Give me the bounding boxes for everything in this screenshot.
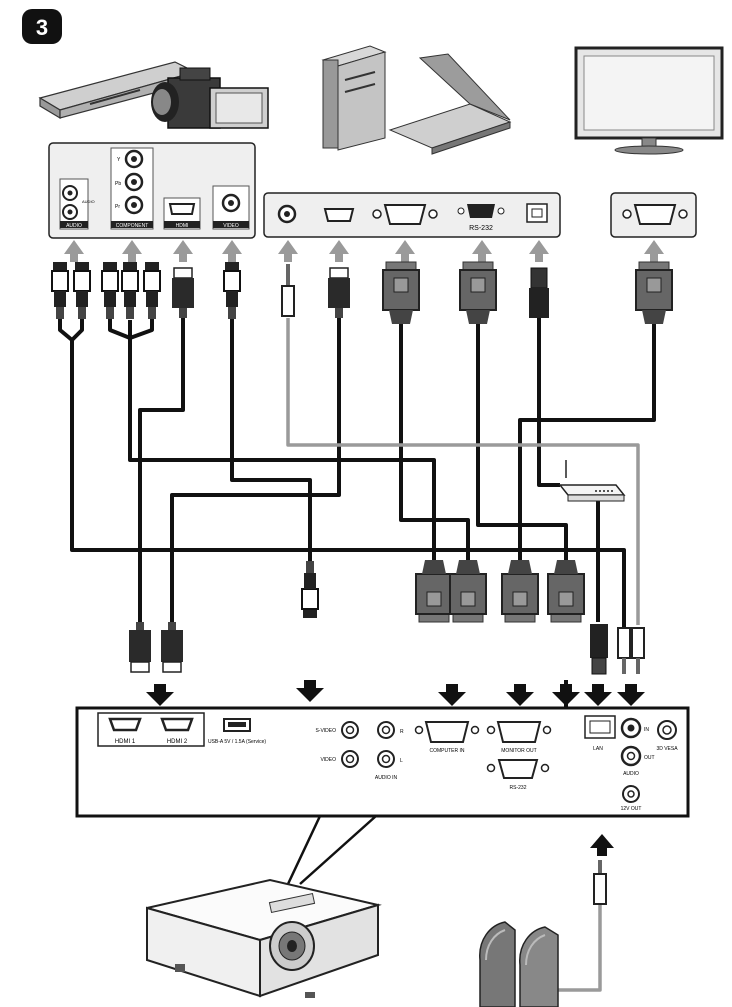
up-arrow-pc-audio <box>278 240 298 262</box>
hdmi-plug-top-pc <box>328 267 350 318</box>
source-video-cable <box>230 318 312 618</box>
monitor-icon <box>574 46 724 155</box>
desktop-tower-icon <box>321 45 387 151</box>
component-cable <box>128 320 436 622</box>
router-icon <box>558 460 626 502</box>
down-arrow-monitor-out <box>506 684 534 706</box>
up-arrow-pc-hdmi <box>329 240 349 262</box>
hdmi2-label: HDMI 2 <box>167 739 188 745</box>
audio-label: AUDIO <box>623 771 639 777</box>
up-arrow-hdmi <box>173 240 193 262</box>
monitor-vga-cable <box>518 318 656 622</box>
hdmi-plug-bottom-2 <box>161 622 183 673</box>
vesa-label: 3D VESA <box>656 746 678 752</box>
projector-panel: HDMI 1 HDMI 2 USB-A 5V / 1.5A (Service) … <box>75 706 690 818</box>
mini-jack-bottom-2 <box>631 627 645 674</box>
component-pr-label: Pr <box>115 204 120 210</box>
usb-label: USB-A 5V / 1.5A (Service) <box>208 739 266 745</box>
source-audio-label: AUDIO <box>66 223 82 229</box>
up-arrow-component <box>122 240 142 262</box>
lan-plug-top <box>529 267 549 318</box>
source-video-label: VIDEO <box>223 223 239 229</box>
step-badge: 3 <box>22 9 62 44</box>
hdmi1-label: HDMI 1 <box>115 739 136 745</box>
up-arrows <box>64 240 664 262</box>
up-arrow-pc-lan <box>529 240 549 262</box>
audio-r-label: R <box>400 729 404 735</box>
audio-in-label: AUDIO IN <box>375 775 398 781</box>
lan-plug-bottom <box>590 624 608 675</box>
speaker-mini-jack <box>593 860 607 905</box>
lower-connectors <box>129 559 645 675</box>
down-arrow-rs232 <box>552 684 580 706</box>
component-y-label: Y <box>117 157 121 163</box>
audio-l-label: L <box>400 758 403 764</box>
gray-cables <box>286 318 640 992</box>
projector-icon <box>146 878 382 998</box>
source-device-panel: AUDIO AUDIO Y Pb Pr COMPONENT HDMI VIDEO <box>48 142 256 239</box>
video-label: VIDEO <box>320 757 336 763</box>
up-arrow-pc-rs232 <box>472 240 492 262</box>
down-arrow-audio-in <box>617 684 645 706</box>
laptop-icon <box>388 53 512 155</box>
down-arrow-lan <box>584 684 612 706</box>
source-hdmi-cable <box>138 315 185 625</box>
up-arrow-video <box>222 240 242 262</box>
speaker-audio-cable <box>540 902 602 992</box>
pc-rs232-label: RS-232 <box>469 225 493 232</box>
camcorder-icon <box>151 67 269 129</box>
component-pb-label: Pb <box>115 181 121 187</box>
down-arrow-video <box>296 680 324 702</box>
audio-in-port-label: IN <box>644 727 649 733</box>
v12-out-label: 12V OUT <box>621 806 642 812</box>
component-cable-branch-b <box>129 318 154 340</box>
audio-jack-small-label: AUDIO <box>82 199 95 204</box>
mini-jack-bottom-1 <box>617 627 631 674</box>
lan-label: LAN <box>593 746 603 752</box>
up-arrow-monitor <box>644 240 664 262</box>
audio-out-arrow <box>590 834 614 856</box>
down-arrows <box>146 680 645 706</box>
audio-out-port-label: OUT <box>644 755 655 761</box>
monitor-panel <box>610 192 697 238</box>
up-arrow-audio <box>64 240 84 262</box>
monitor-out-label: MONITOR OUT <box>501 748 536 754</box>
audio-rca-cable-branch <box>70 318 84 342</box>
computer-in-label: COMPUTER IN <box>430 748 465 754</box>
down-arrow-computer-in <box>438 684 466 706</box>
up-arrow-pc-vga <box>395 240 415 262</box>
hdmi-plug-top-source <box>172 267 194 318</box>
projector-leader-lines <box>286 815 377 885</box>
source-hdmi-label: HDMI <box>176 223 189 229</box>
pc-hdmi-cable <box>170 315 341 625</box>
audio-rca-cable <box>58 318 626 628</box>
down-arrow-hdmi <box>146 684 174 706</box>
step-number: 3 <box>36 15 48 40</box>
svideo-label: S-VIDEO <box>315 728 336 734</box>
pc-lan-cable <box>537 318 560 487</box>
pc-audio-cable <box>286 318 640 625</box>
proj-rs232-label: RS-232 <box>510 785 527 791</box>
source-component-label: COMPONENT <box>116 223 149 229</box>
pc-panel: RS-232 <box>263 192 561 238</box>
mini-jack-top <box>281 264 295 317</box>
upper-connectors <box>51 261 673 325</box>
component-cable-branch-a <box>108 318 131 340</box>
hdmi-plug-bottom-1 <box>129 622 151 673</box>
speakers-icon <box>479 921 559 1007</box>
